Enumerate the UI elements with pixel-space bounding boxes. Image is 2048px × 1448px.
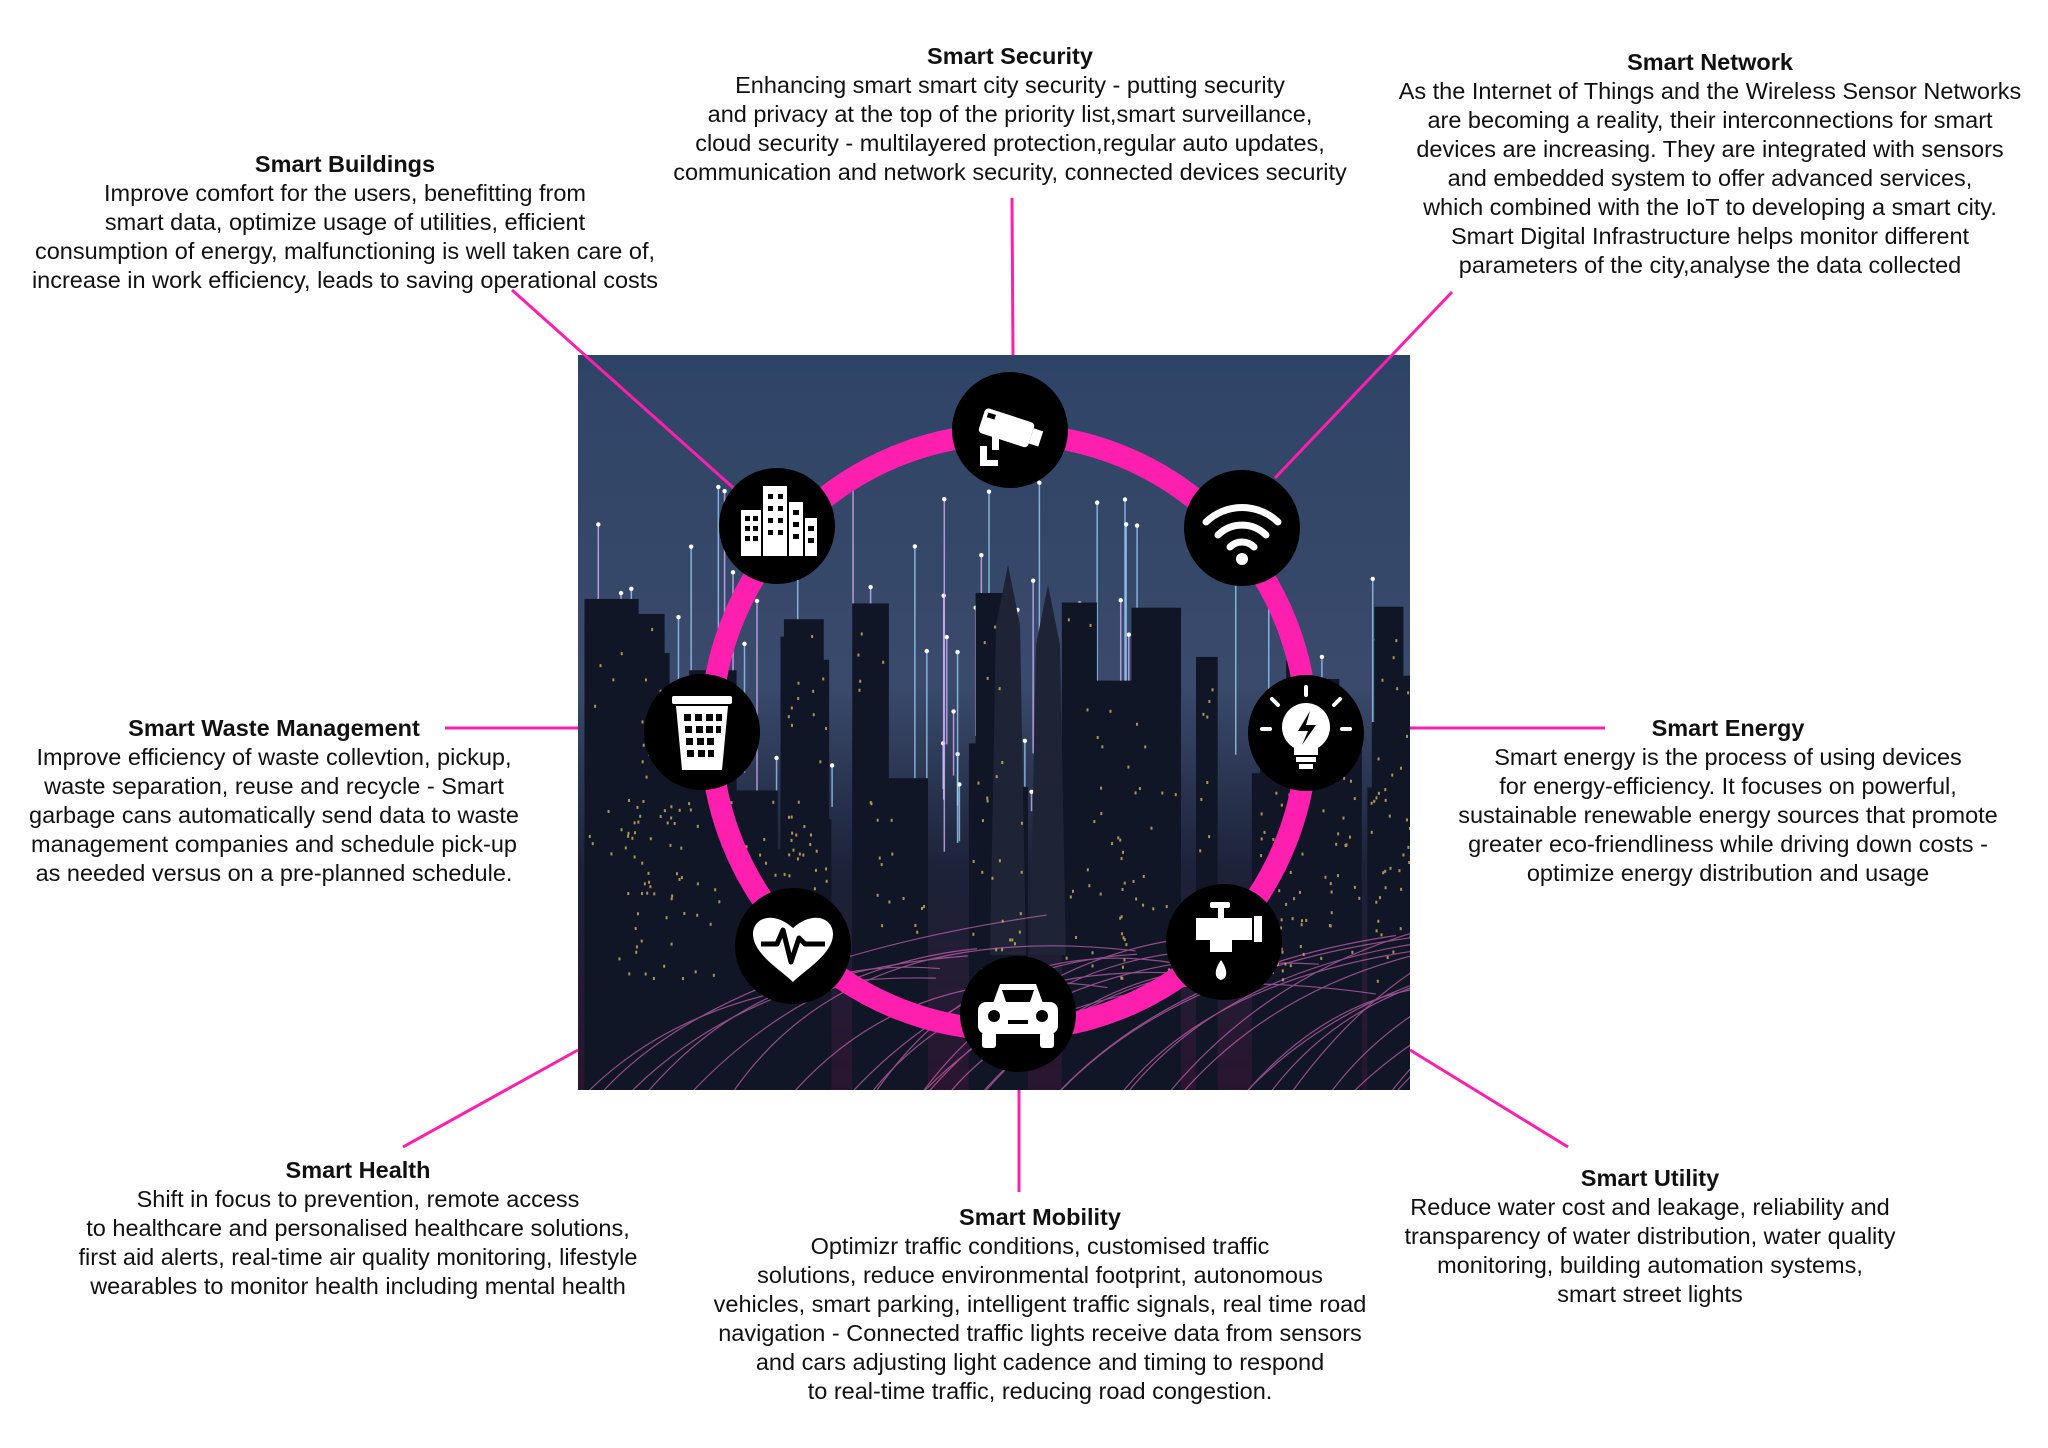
title-energy: Smart Energy (1651, 715, 1805, 741)
node-mobility (960, 956, 1076, 1072)
connector-utility (1409, 1048, 1569, 1149)
desc-waste: Improve efficiency of waste collevtion, … (29, 744, 519, 886)
block-waste: Smart Waste Management Improve efficienc… (0, 714, 548, 888)
node-network (1184, 470, 1300, 586)
desc-buildings: Improve comfort for the users, benefitti… (31, 180, 659, 293)
car-icon (978, 984, 1058, 1048)
waste-bin-icon (672, 696, 732, 770)
node-energy (1248, 675, 1364, 791)
light-bulb-icon (1260, 685, 1352, 769)
block-energy: Smart Energy Smart energy is the process… (1432, 714, 2024, 888)
connector-security (1010, 197, 1015, 356)
node-security (952, 372, 1068, 488)
block-network: Smart Network As the Internet of Things … (1372, 48, 2048, 280)
desc-utility: Reduce water cost and leakage, reliabili… (1404, 1194, 1896, 1307)
connector-network (1273, 290, 1454, 480)
node-utility (1166, 884, 1282, 1000)
title-health: Smart Health (285, 1157, 431, 1183)
title-security: Smart Security (927, 43, 1093, 69)
block-buildings: Smart Buildings Improve comfort for the … (0, 150, 690, 295)
title-mobility: Smart Mobility (959, 1204, 1121, 1230)
cctv-camera-icon (978, 408, 1044, 448)
title-network: Smart Network (1627, 49, 1793, 75)
block-mobility: Smart Mobility Optimizr traffic conditio… (660, 1203, 1420, 1406)
node-health (735, 888, 851, 1004)
desc-mobility: Optimizr traffic conditions, customised … (713, 1233, 1367, 1404)
block-health: Smart Health Shift in focus to preventio… (30, 1156, 686, 1301)
title-buildings: Smart Buildings (254, 151, 436, 177)
desc-energy: Smart energy is the process of using dev… (1458, 744, 1998, 886)
wifi-icon (1202, 504, 1282, 551)
node-buildings (719, 468, 835, 584)
buildings-icon (741, 486, 817, 556)
node-waste (644, 674, 760, 790)
connector-health (402, 1048, 579, 1149)
block-security: Smart Security Enhancing smart smart cit… (560, 42, 1460, 187)
title-waste: Smart Waste Management (128, 715, 420, 741)
water-tap-icon (1196, 902, 1262, 980)
block-utility: Smart Utility Reduce water cost and leak… (1340, 1164, 1960, 1309)
desc-network: As the Internet of Things and the Wirele… (1398, 78, 2022, 278)
desc-health: Shift in focus to prevention, remote acc… (78, 1186, 638, 1299)
connector-buildings (511, 288, 739, 494)
title-utility: Smart Utility (1580, 1165, 1720, 1191)
desc-security: Enhancing smart smart city security - pu… (673, 72, 1347, 185)
heart-pulse-icon (753, 917, 833, 982)
